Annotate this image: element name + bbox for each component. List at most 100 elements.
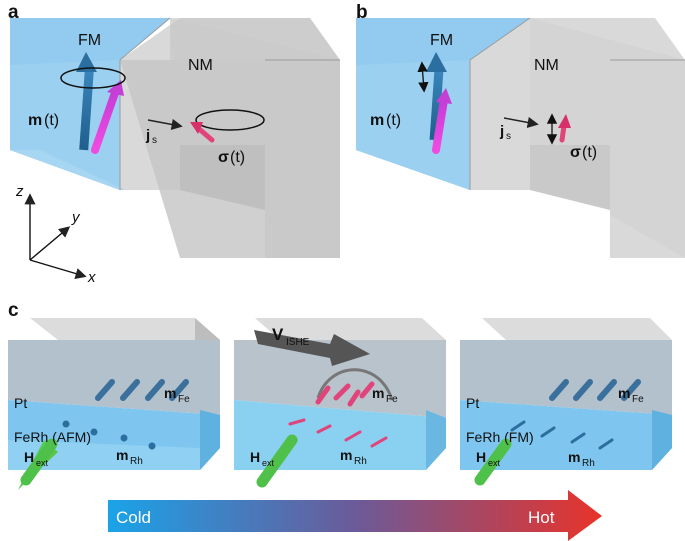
ext-sub-1: ext bbox=[36, 458, 49, 468]
fm-label-b: FM bbox=[430, 32, 453, 49]
spin-sigma-arrow-a-head bbox=[190, 122, 203, 134]
moment-m-magenta-a bbox=[91, 86, 120, 154]
m-fe-label-2: m bbox=[372, 385, 384, 401]
ext-sub-2: ext bbox=[262, 458, 275, 468]
panel-b: b FM NM m (t) j s σ (t) bbox=[356, 2, 685, 258]
sigma-label-a: σ bbox=[218, 149, 229, 166]
fe-sub-3: Fe bbox=[632, 394, 644, 405]
moment-m-blue-b bbox=[429, 69, 444, 141]
gradient-arrow-shape bbox=[108, 490, 602, 541]
fm-block-a-bottom bbox=[10, 150, 125, 190]
m-rh-label-3: m bbox=[568, 449, 580, 465]
bilayer-block-1: Pt FeRh (AFM) m Fe m Rh H ext bbox=[8, 318, 220, 490]
fe-moments-1 bbox=[95, 379, 189, 401]
pt-label-3: Pt bbox=[466, 395, 479, 411]
sigma-label-b: σ bbox=[570, 144, 581, 161]
nm-block-b bbox=[470, 18, 685, 258]
h-ext-label-2: H bbox=[250, 449, 260, 465]
ferh-side-1 bbox=[200, 410, 220, 470]
panel-label-b: b bbox=[356, 2, 368, 23]
cold-label: Cold bbox=[116, 508, 151, 527]
m-t-label-a: (t) bbox=[44, 112, 59, 129]
h-ext-arrow-1-shaft bbox=[20, 438, 58, 486]
rh-sub-1: Rh bbox=[130, 456, 143, 467]
moment-m-magenta-b-head bbox=[436, 88, 452, 104]
panel-label-a: a bbox=[8, 2, 19, 23]
sigma-t-label-a: (t) bbox=[230, 149, 245, 166]
temperature-gradient-arrow: Cold Hot bbox=[108, 490, 602, 541]
m-fe-label-3: m bbox=[618, 385, 630, 401]
fm-label-a: FM bbox=[78, 32, 101, 49]
sigma-t-label-b: (t) bbox=[582, 144, 597, 161]
bilayer-block-2: V ISHE m Fe m Rh H ext bbox=[234, 318, 446, 488]
edge-a-1 bbox=[119, 17, 171, 61]
moment-m-blue-b-head bbox=[426, 52, 447, 72]
oscillation-arrow-b-1 bbox=[417, 61, 429, 93]
nm-label-a: NM bbox=[188, 57, 213, 74]
pt-top-1 bbox=[30, 318, 220, 340]
j-sub-a: s bbox=[152, 135, 157, 146]
spin-sigma-arrow-a bbox=[195, 125, 215, 143]
rh-sub-2: Rh bbox=[354, 456, 367, 467]
fe-moments-2 bbox=[315, 381, 375, 407]
rh-atoms-1 bbox=[62, 420, 156, 450]
j-sub-b: s bbox=[506, 131, 511, 142]
ferh-layer-3 bbox=[460, 400, 672, 470]
h-ext-arrow-2-shaft bbox=[256, 434, 298, 488]
precession-orbit-a bbox=[60, 67, 126, 89]
axis-y bbox=[29, 226, 71, 261]
spin-sigma-arrow-b-head bbox=[558, 114, 571, 128]
ferh-side-2 bbox=[426, 410, 446, 470]
axis-y-label: y bbox=[71, 209, 81, 226]
ferh-afm-label: FeRh (AFM) bbox=[14, 429, 91, 445]
v-label: V bbox=[272, 325, 284, 344]
moment-m-blue-a bbox=[79, 69, 94, 151]
m-label-a: m bbox=[28, 112, 42, 129]
pt-top-2 bbox=[255, 318, 446, 340]
current-loop-2 bbox=[316, 368, 394, 401]
spin-current-arrow-b bbox=[503, 116, 539, 128]
m-rh-label-1: m bbox=[116, 447, 128, 463]
spin-current-arrow-a bbox=[147, 118, 183, 130]
pt-label-1: Pt bbox=[14, 395, 27, 411]
ferh-fm-label: FeRh (FM) bbox=[466, 429, 534, 445]
v-ishe-arrow bbox=[254, 330, 370, 366]
h-ext-label-3: H bbox=[476, 449, 486, 465]
m-fe-label-1: m bbox=[164, 385, 176, 401]
nm-block-b-face bbox=[530, 18, 685, 258]
moment-m-magenta-b bbox=[432, 96, 448, 154]
ishe-sub: ISHE bbox=[286, 337, 310, 348]
hot-label: Hot bbox=[528, 508, 555, 527]
fe-sub-1: Fe bbox=[178, 394, 190, 405]
m-t-label-b: (t) bbox=[386, 112, 401, 129]
moment-m-blue-a-head bbox=[76, 52, 97, 72]
spin-orbit-a bbox=[195, 109, 265, 131]
nm-label-b: NM bbox=[534, 57, 559, 74]
fe-sub-2: Fe bbox=[386, 394, 398, 405]
ferh-side-3 bbox=[652, 410, 672, 470]
axes: z y x bbox=[15, 183, 96, 286]
rh-moments-3 bbox=[510, 420, 614, 450]
nm-block-a-main bbox=[120, 18, 340, 258]
m-rh-label-2: m bbox=[340, 447, 352, 463]
rh-moments-2 bbox=[288, 418, 388, 448]
panel-label-c: c bbox=[8, 300, 19, 321]
axis-x-label: x bbox=[87, 269, 96, 286]
nm-interface-a bbox=[180, 145, 265, 210]
h-ext-label-1: H bbox=[24, 449, 34, 465]
j-label-b: j bbox=[499, 123, 504, 140]
fe-moments-3 bbox=[549, 379, 641, 401]
panel-a: a FM NM m (t) j s σ (t) bbox=[8, 2, 340, 258]
rh-sub-3: Rh bbox=[582, 458, 595, 469]
pt-top-3 bbox=[482, 318, 672, 340]
h-ext-arrow-3-shaft bbox=[474, 438, 512, 486]
axis-z-label: z bbox=[15, 183, 24, 200]
axis-x bbox=[29, 259, 87, 279]
j-label-a: j bbox=[145, 127, 150, 144]
pt-front-1 bbox=[8, 340, 220, 415]
nm-interface-b bbox=[530, 145, 610, 210]
ext-sub-3: ext bbox=[488, 458, 501, 468]
spin-sigma-arrow-b bbox=[559, 123, 567, 143]
edge-b-1 bbox=[469, 17, 531, 61]
